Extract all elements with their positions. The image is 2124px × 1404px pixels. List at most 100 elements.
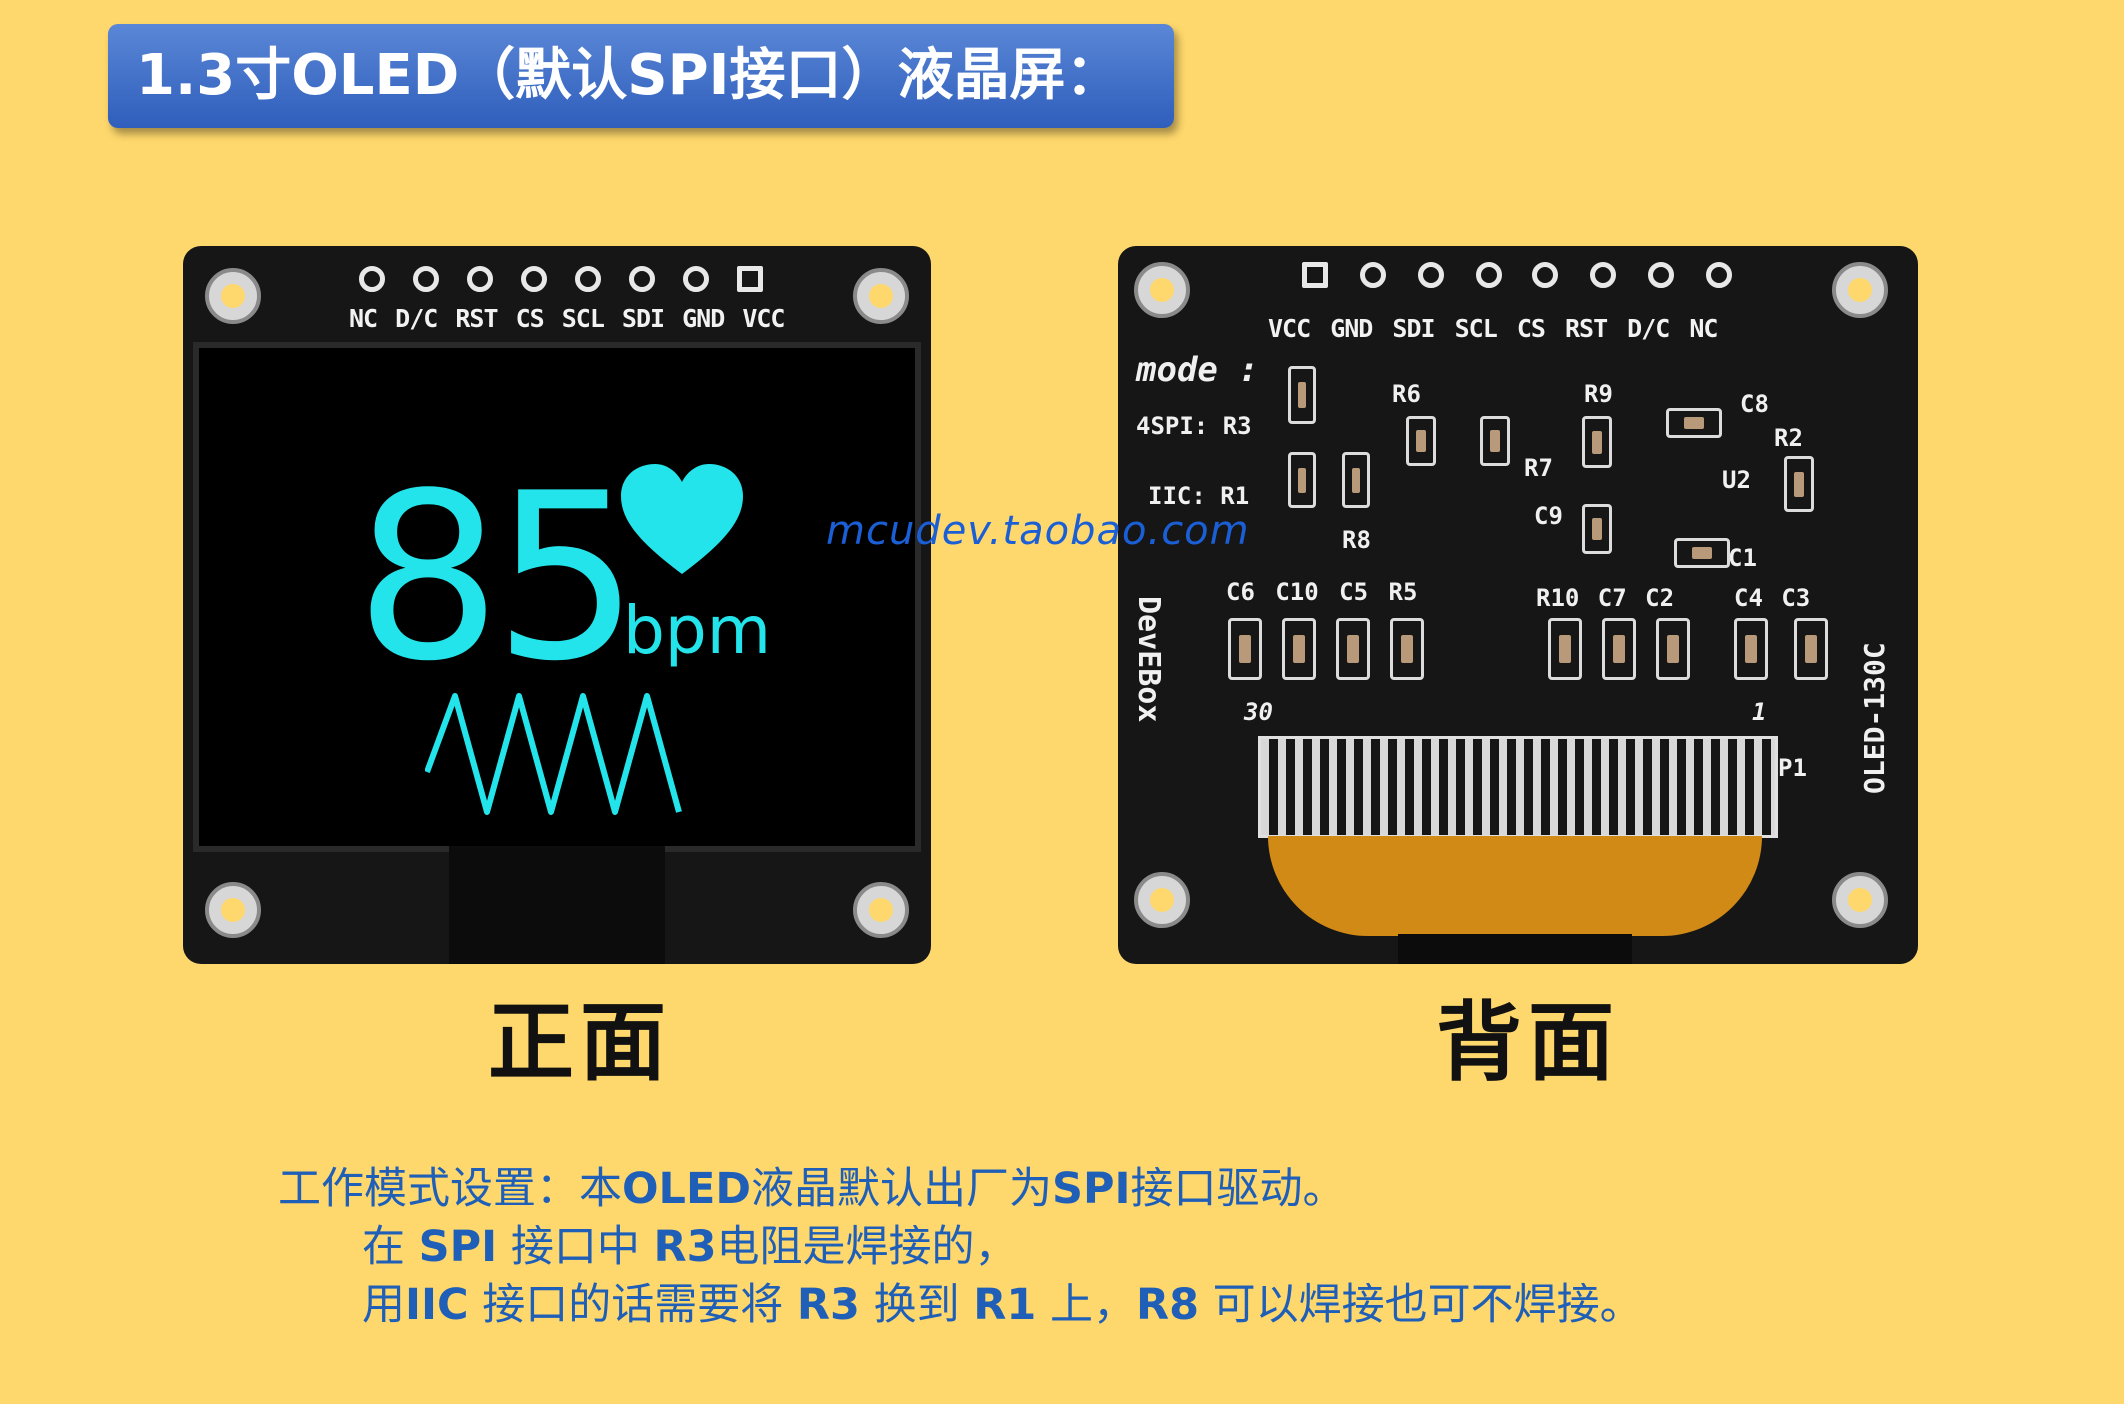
notes-text: 在 (362, 1222, 419, 1272)
mount-hole (1134, 872, 1190, 928)
header-pin (683, 266, 709, 292)
mount-hole (853, 268, 909, 324)
header-pin (521, 266, 547, 292)
back-caption: 背面 (1436, 992, 1620, 1093)
heart-rate-value: 85 (355, 445, 640, 712)
header-pin (1706, 262, 1732, 288)
notes-text: 接口中 (497, 1222, 654, 1272)
mount-hole (205, 882, 261, 938)
mount-hole (1832, 262, 1888, 318)
component (1602, 618, 1636, 680)
heart-rate-unit: bpm (623, 592, 772, 669)
watermark: mcudev.taobao.com (826, 508, 1250, 554)
spi-label: 4SPI: R3 (1136, 412, 1252, 440)
waveform-icon (425, 693, 682, 815)
header-pin (1302, 262, 1328, 288)
header-pin (575, 266, 601, 292)
front-caption: 正面 (488, 992, 672, 1093)
silk-r6: R6 (1392, 380, 1421, 408)
notes-text: 用 (362, 1280, 405, 1330)
back-pin-labels: VCC GND SDI SCL CS RST D/C NC (1268, 314, 1718, 343)
notes-text: 液晶默认出厂为 (751, 1164, 1053, 1214)
silk-pin1: 1 (1752, 698, 1767, 726)
component (1548, 618, 1582, 680)
notes-text-bold: OLED (622, 1164, 752, 1214)
component (1674, 538, 1730, 568)
model-vertical: OLED-130C (1858, 642, 1891, 794)
flex-ribbon-dark (1398, 934, 1632, 964)
header-pin (467, 266, 493, 292)
component (1734, 618, 1768, 680)
header-pin (1418, 262, 1444, 288)
header-pin (1476, 262, 1502, 288)
notes-text: 换到 (859, 1280, 974, 1330)
silk-row-far: C4 C3 (1734, 584, 1811, 612)
component (1228, 618, 1262, 680)
silk-c8: C8 (1740, 390, 1769, 418)
component (1480, 416, 1510, 466)
notes-text-bold: R8 (1135, 1280, 1200, 1330)
back-board-photo: VCC GND SDI SCL CS RST D/C NC mode : 4SP… (1118, 246, 1918, 964)
header-pin (1360, 262, 1386, 288)
notes-text: 上， (1036, 1280, 1136, 1330)
component (1288, 366, 1316, 424)
silk-u2: U2 (1722, 466, 1751, 494)
silk-r9: R9 (1584, 380, 1613, 408)
notes-text-bold: R3 (653, 1222, 717, 1272)
component (1282, 618, 1316, 680)
front-pin-labels: NC D/C RST CS SCL SDI GND VCC (349, 304, 785, 333)
header-pin (359, 266, 385, 292)
mode-label: mode : (1136, 350, 1259, 390)
mount-hole (205, 268, 261, 324)
notes-text-bold: IIC (405, 1280, 469, 1330)
oled-screen: 85 bpm (193, 342, 921, 852)
mount-hole (853, 882, 909, 938)
silk-r2: R2 (1774, 424, 1803, 452)
silk-p1: P1 (1778, 754, 1807, 782)
header-pin (629, 266, 655, 292)
header-pin (1532, 262, 1558, 288)
brand-vertical: DevEBox (1131, 596, 1166, 723)
notes-line-2: 在 SPI 接口中 R3电阻是焊接的， (362, 1218, 1018, 1276)
flex-cable (449, 846, 665, 964)
component (1406, 416, 1436, 466)
component (1656, 618, 1690, 680)
notes-text-bold: R1 (973, 1280, 1037, 1330)
component (1794, 618, 1828, 680)
silk-row-right: R10 C7 C2 (1536, 584, 1675, 612)
component (1582, 504, 1612, 554)
component (1288, 452, 1316, 508)
header-pin (737, 266, 763, 292)
notes-text-bold: R3 (796, 1280, 860, 1330)
component (1342, 452, 1370, 508)
heart-icon (621, 464, 743, 574)
mount-hole (1134, 262, 1190, 318)
notes-text: 工作模式设置：本 (278, 1164, 622, 1214)
page-title: 1.3寸OLED（默认SPI接口）液晶屏： (108, 24, 1174, 128)
component (1582, 416, 1612, 468)
notes-text: 接口驱动。 (1130, 1164, 1346, 1214)
header-pin (413, 266, 439, 292)
iic-label: IIC: R1 (1148, 482, 1250, 510)
fpc-connector (1258, 736, 1778, 838)
component (1784, 456, 1814, 512)
mount-hole (1832, 872, 1888, 928)
notes-text: 可以焊接也可不焊接。 (1199, 1280, 1643, 1330)
notes-line-3: 用IIC 接口的话需要将 R3 换到 R1 上，R8 可以焊接也可不焊接。 (362, 1276, 1643, 1334)
component (1666, 408, 1722, 438)
silk-r7: R7 (1524, 454, 1553, 482)
component (1336, 618, 1370, 680)
header-pin (1648, 262, 1674, 288)
silk-r8: R8 (1342, 526, 1371, 554)
front-board-photo: NC D/C RST CS SCL SDI GND VCC 85 bpm (183, 246, 931, 964)
silk-row-left: C6 C10 C5 R5 (1226, 578, 1418, 606)
silk-pin30: 30 (1244, 698, 1273, 726)
notes-text: 接口的话需要将 (468, 1280, 797, 1330)
notes-text-bold: SPI (418, 1222, 498, 1272)
component (1390, 618, 1424, 680)
silk-c1: C1 (1728, 544, 1757, 572)
silk-c9: C9 (1534, 502, 1563, 530)
header-pin (1590, 262, 1616, 288)
notes-text-bold: SPI (1052, 1164, 1131, 1214)
notes-line-1: 工作模式设置：本OLED液晶默认出厂为SPI接口驱动。 (278, 1160, 1346, 1218)
